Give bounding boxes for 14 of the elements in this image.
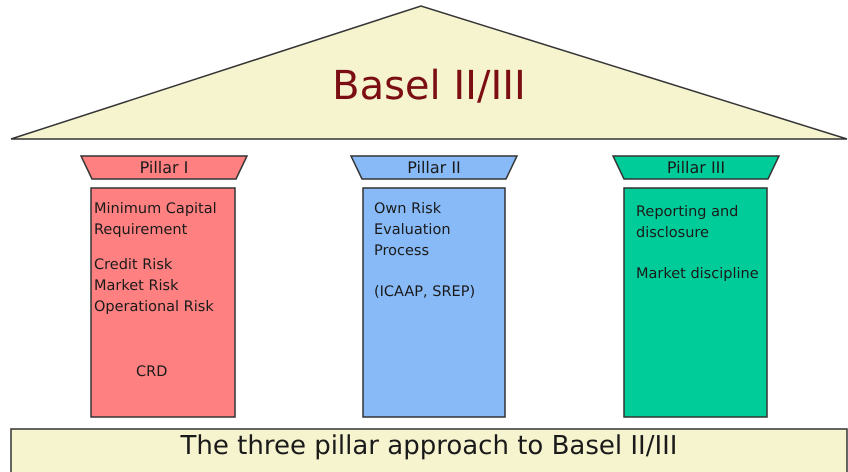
pillar-text: (ICAAP, SREP)	[374, 283, 476, 302]
pillar-text: Reporting and disclosure	[636, 203, 740, 243]
pillar-text: Minimum Capital Requirement	[94, 200, 218, 240]
roof-title: Basel II/III	[332, 63, 526, 109]
pillar-text: CRD	[136, 363, 168, 382]
pillar-text: Operational Risk	[94, 298, 214, 317]
pillar-text: Market Risk	[94, 277, 179, 296]
pillar-title: Pillar II	[407, 157, 461, 179]
pillar-title: Pillar III	[666, 157, 726, 179]
pillar-text: Market discipline	[636, 265, 759, 284]
base-title: The three pillar approach to Basel II/III	[180, 430, 678, 461]
pillar-title: Pillar I	[140, 157, 188, 179]
pillar-text: Own Risk Evaluation Process	[374, 200, 452, 261]
pillar-text: Credit Risk	[94, 256, 172, 275]
